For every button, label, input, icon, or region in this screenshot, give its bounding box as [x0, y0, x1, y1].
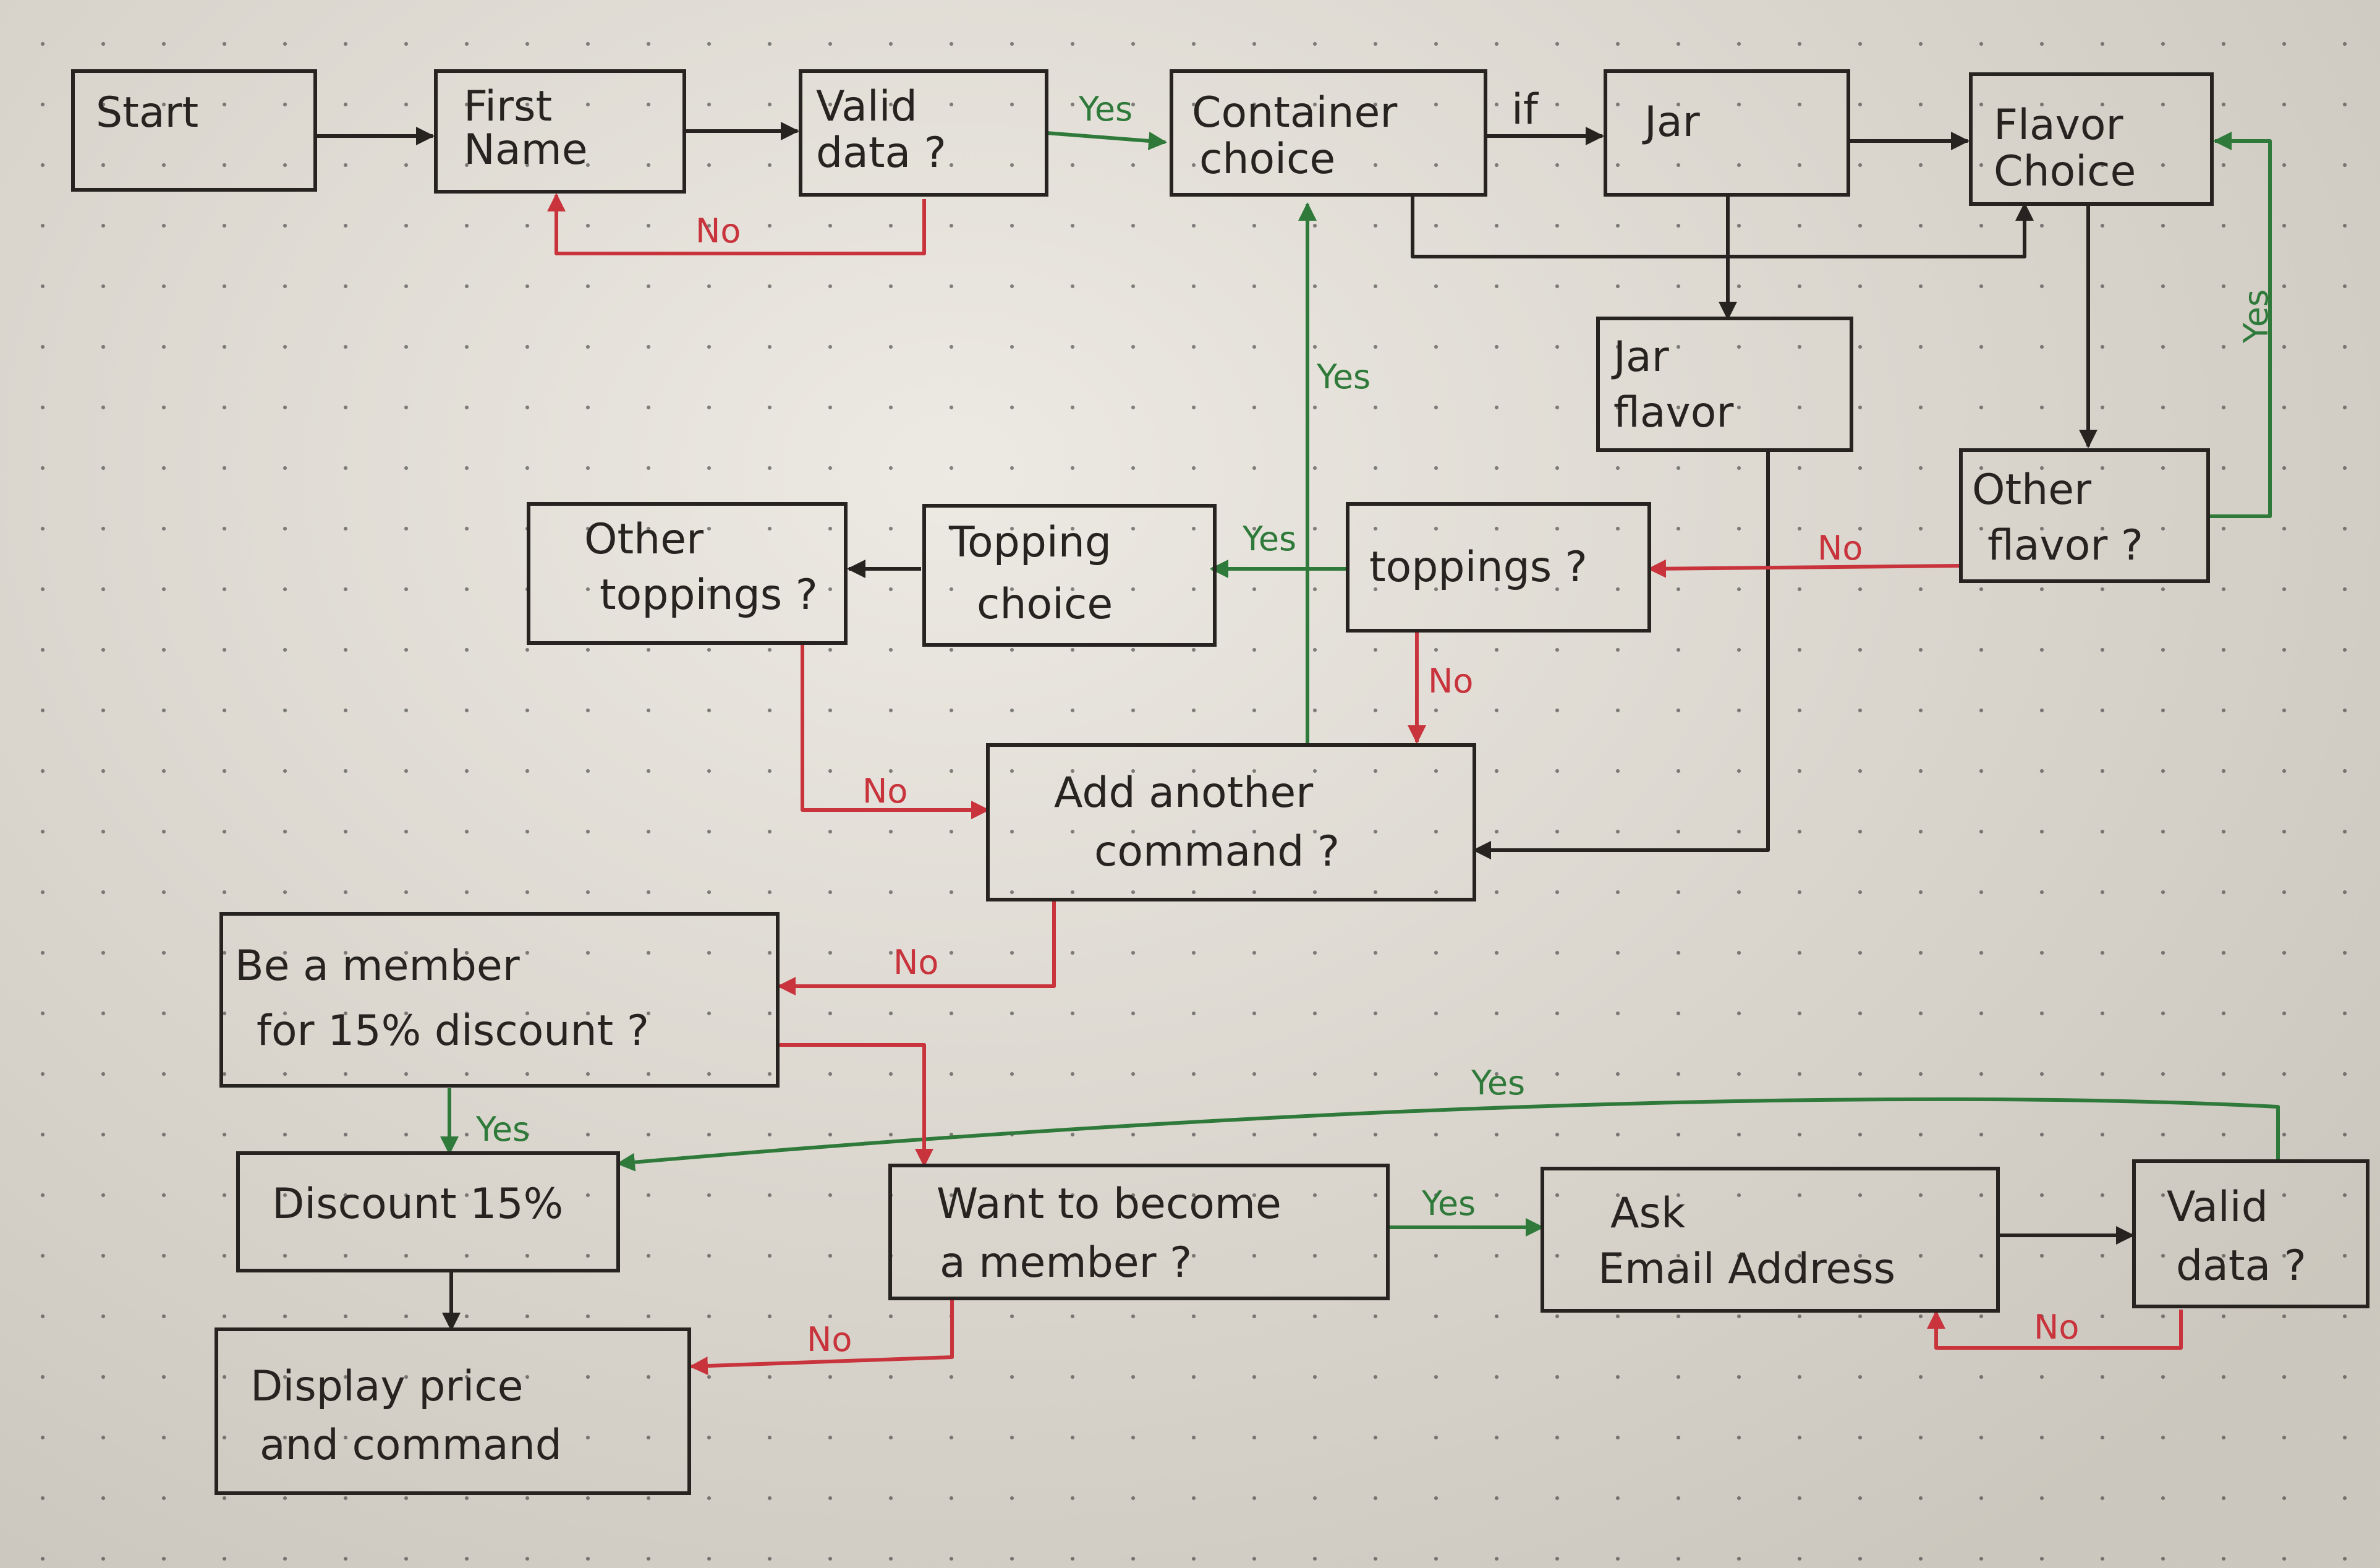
node-display: Display price and command — [215, 1327, 691, 1495]
label-no-valid-data-2: No — [2034, 1308, 2079, 1347]
label-no-other-toppings: No — [862, 772, 907, 811]
svg-text:choice: choice — [977, 580, 1113, 629]
node-ask-email: Ask Email Address — [1541, 1167, 2000, 1313]
svg-text:Valid: Valid — [816, 82, 917, 131]
svg-text:data ?: data ? — [816, 129, 946, 177]
node-start: Start — [71, 69, 317, 192]
node-container-choice: Container choice — [1170, 69, 1487, 197]
svg-text:Valid: Valid — [2167, 1183, 2268, 1232]
svg-text:toppings ?: toppings ? — [600, 571, 818, 620]
svg-text:choice: choice — [1199, 135, 1335, 184]
edge-member-discount-no — [778, 1043, 933, 1167]
svg-text:flavor: flavor — [1613, 388, 1733, 437]
svg-text:Container: Container — [1192, 88, 1397, 137]
svg-text:Name: Name — [464, 126, 588, 174]
edge-other-toppings-no — [801, 643, 990, 819]
edge-other-flavor-no — [1647, 559, 1961, 578]
node-valid-data-1: Valid data ? — [799, 69, 1048, 197]
svg-text:Choice: Choice — [1994, 147, 2136, 196]
svg-text:data ?: data ? — [2176, 1242, 2306, 1290]
node-jar: Jar — [1604, 69, 1850, 197]
svg-text:for 15% discount ?: for 15% discount ? — [257, 1007, 649, 1055]
label-yes-valid-data-2: Yes — [1471, 1063, 1525, 1102]
edge-valid-data-yes — [1046, 131, 1167, 150]
svg-text:Flavor: Flavor — [1994, 101, 2123, 150]
svg-text:Start: Start — [96, 88, 198, 137]
label-yes-other-flavor: Yes — [2237, 289, 2276, 344]
node-jar-flavor: Jar flavor — [1596, 317, 1853, 452]
svg-text:Discount 15%: Discount 15% — [272, 1180, 563, 1229]
svg-text:a member ?: a member ? — [940, 1238, 1192, 1287]
edge-jar-flavor-to-add-another — [1473, 450, 1770, 859]
edge-valid-data-2-no — [1927, 1310, 2183, 1350]
svg-text:Other: Other — [1972, 466, 2091, 514]
svg-text:flavor ?: flavor ? — [1987, 521, 2143, 570]
svg-text:Topping: Topping — [948, 518, 1111, 567]
node-flavor-choice: Flavor Choice — [1969, 72, 2214, 206]
svg-text:Add another: Add another — [1054, 769, 1313, 817]
svg-text:Email Address: Email Address — [1598, 1245, 1895, 1293]
svg-text:Jar: Jar — [1611, 333, 1669, 381]
svg-text:and command: and command — [260, 1421, 562, 1470]
svg-text:First: First — [464, 82, 552, 131]
edge-container-to-flavor-choice — [1411, 195, 2034, 258]
svg-text:toppings ?: toppings ? — [1369, 543, 1587, 592]
label-no-other-flavor: No — [1817, 529, 1863, 568]
node-topping-choice: Topping choice — [922, 504, 1217, 647]
svg-text:Ask: Ask — [1610, 1189, 1686, 1238]
svg-text:Be a member: Be a member — [235, 942, 520, 991]
label-yes-want-member: Yes — [1421, 1184, 1476, 1223]
node-discount: Discount 15% — [236, 1151, 620, 1272]
label-no-want-member: No — [807, 1320, 852, 1359]
edge-want-member-no — [689, 1298, 954, 1376]
node-valid-data-2: Valid data ? — [2132, 1159, 2369, 1308]
label-yes-add-another: Yes — [1316, 357, 1371, 396]
node-toppings: toppings ? — [1346, 502, 1651, 633]
node-other-toppings: Other toppings ? — [527, 502, 848, 645]
svg-text:command ?: command ? — [1094, 827, 1340, 876]
label-no-valid-data: No — [695, 211, 741, 250]
label-yes-valid-data: Yes — [1078, 90, 1133, 129]
label-no-toppings: No — [1428, 662, 1473, 701]
label-no-add-another: No — [893, 943, 938, 982]
node-first-name: First Name — [434, 69, 686, 194]
edge-add-another-no — [777, 900, 1056, 995]
svg-text:Want to become: Want to become — [937, 1180, 1281, 1229]
svg-text:Jar: Jar — [1642, 98, 1700, 147]
node-add-another: Add another command ? — [986, 743, 1476, 901]
label-if: if — [1511, 85, 1539, 134]
node-other-flavor: Other flavor ? — [1959, 448, 2210, 583]
edge-valid-data-no — [547, 193, 926, 255]
edge-other-flavor-yes — [2208, 132, 2272, 518]
node-want-member: Want to become a member ? — [888, 1164, 1390, 1300]
node-member-discount: Be a member for 15% discount ? — [219, 912, 780, 1088]
svg-text:Other: Other — [584, 515, 703, 564]
label-yes-toppings: Yes — [1242, 519, 1296, 558]
svg-text:Display price: Display price — [250, 1362, 524, 1411]
edge-valid-data-2-yes — [616, 1097, 2280, 1172]
label-yes-member-discount: Yes — [475, 1110, 530, 1149]
